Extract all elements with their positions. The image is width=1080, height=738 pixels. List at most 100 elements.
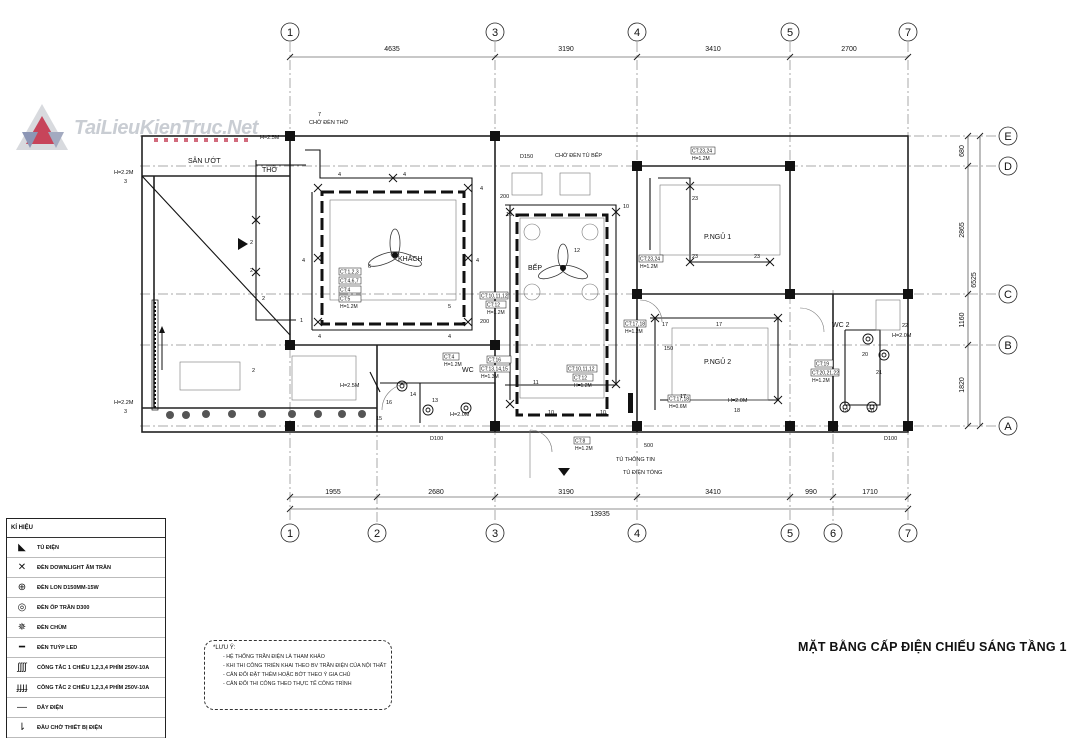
svg-text:2: 2 bbox=[262, 296, 265, 302]
dim-top-2: 3190 bbox=[558, 46, 574, 53]
axis-bottom-3: 3 bbox=[492, 528, 498, 540]
svg-text:CT:17,18: CT:17,18 bbox=[625, 322, 645, 328]
dim-bottom-1: 1955 bbox=[325, 489, 341, 496]
axis-top-4: 4 bbox=[634, 27, 640, 39]
wiring bbox=[141, 149, 881, 423]
switch-tag: CT:17,18H=0.6M bbox=[667, 394, 691, 410]
legend-header: KÍ HIỆU bbox=[7, 519, 165, 538]
downlight-icon bbox=[650, 313, 660, 323]
svg-text:13: 13 bbox=[432, 398, 438, 404]
svg-text:6: 6 bbox=[368, 264, 371, 270]
svg-text:H=1.2M: H=1.2M bbox=[812, 378, 830, 384]
dim-right-2: 2865 bbox=[959, 222, 966, 238]
svg-text:10: 10 bbox=[506, 212, 512, 218]
axis-bottom-1: 1 bbox=[287, 528, 293, 540]
svg-text:H=1.2M: H=1.2M bbox=[340, 304, 358, 310]
svg-text:17: 17 bbox=[716, 322, 722, 328]
note-tu-dien-tong: TỦ ĐIỆN TỔNG bbox=[623, 468, 662, 476]
note-h22-left-bottom: H=2.2M bbox=[114, 400, 134, 406]
svg-text:18: 18 bbox=[734, 408, 740, 414]
svg-text:4: 4 bbox=[338, 172, 341, 178]
note-h2-wc2: H=2.0M bbox=[892, 333, 912, 339]
svg-text:H=1.2M: H=1.2M bbox=[575, 446, 593, 452]
svg-text:CT:4: CT:4 bbox=[340, 288, 351, 294]
dimension-lines bbox=[286, 53, 984, 513]
svg-text:H=1.2M: H=1.2M bbox=[640, 264, 658, 270]
svg-text:11: 11 bbox=[533, 380, 539, 386]
device-outlet-icon: ⇂ bbox=[17, 722, 27, 733]
svg-text:CT:23,24: CT:23,24 bbox=[692, 149, 712, 155]
svg-text:14: 14 bbox=[410, 392, 416, 398]
switch-2way-icon: ɟɟɟɟ bbox=[16, 682, 28, 693]
svg-text:CT:4: CT:4 bbox=[444, 355, 455, 361]
downlight-icon bbox=[611, 207, 621, 217]
chandelier-icon-bep bbox=[538, 243, 588, 280]
note-d100-right: D100 bbox=[884, 436, 897, 442]
downlight-icon bbox=[313, 253, 323, 263]
svg-text:20: 20 bbox=[868, 408, 874, 414]
svg-text:10: 10 bbox=[623, 204, 629, 210]
dim-right-4: 1820 bbox=[959, 377, 966, 393]
note-dim-200a: 200 bbox=[500, 194, 509, 200]
notes-line: - KHI THI CÔNG TRIỂN KHAI THEO BV TRẦN Đ… bbox=[223, 663, 387, 669]
svg-text:17: 17 bbox=[662, 322, 668, 328]
furniture-outlines bbox=[179, 172, 901, 478]
room-label-bep: BẾP bbox=[528, 262, 542, 272]
ceiling-light-icon bbox=[839, 401, 851, 413]
switch-tag: CT:4 bbox=[338, 285, 362, 294]
note-tu-thong-tin: TỦ THÔNG TIN bbox=[616, 456, 655, 463]
legend-row: ⊕ĐÈN LON D150MM-15W bbox=[7, 578, 165, 598]
panel-icon bbox=[628, 393, 633, 413]
downlight-icon bbox=[773, 313, 783, 323]
legend-table: KÍ HIỆU ◣TỦ ĐIỆN ✕ĐÈN DOWNLIGHT ÂM TRẦN … bbox=[6, 518, 166, 738]
legend-row: ✕ĐÈN DOWNLIGHT ÂM TRẦN bbox=[7, 558, 165, 578]
svg-text:2: 2 bbox=[250, 268, 253, 274]
switch-tag: CT:16 bbox=[486, 355, 512, 364]
walls bbox=[141, 135, 909, 433]
structural-columns bbox=[285, 131, 913, 431]
svg-text:19: 19 bbox=[842, 408, 848, 414]
note-num-3b: 3 bbox=[124, 409, 127, 415]
downlight-icons bbox=[251, 173, 783, 409]
room-label-wc: WC bbox=[462, 367, 474, 374]
switch-tag: CT:5H=1.2M bbox=[338, 294, 362, 310]
room-label-san-uot: SÂN ƯỚT bbox=[188, 156, 221, 165]
axis-right-d: D bbox=[1004, 161, 1012, 173]
svg-text:H=1.3M: H=1.3M bbox=[481, 374, 499, 380]
legend-row: ◣TỦ ĐIỆN bbox=[7, 538, 165, 558]
legend-row: ━ĐÈN TUÝP LED bbox=[7, 638, 165, 658]
axis-bottom-6: 6 bbox=[830, 528, 836, 540]
svg-text:CT:1,2,3: CT:1,2,3 bbox=[340, 270, 359, 276]
dim-bottom-2: 2680 bbox=[428, 489, 444, 496]
note-num-7: 7 bbox=[318, 112, 321, 118]
axis-bubbles bbox=[280, 22, 1018, 543]
axis-bottom-4: 4 bbox=[634, 528, 640, 540]
plant-icons bbox=[166, 410, 366, 419]
axis-right-a: A bbox=[1004, 421, 1012, 433]
wall-hatch bbox=[154, 138, 248, 142]
svg-text:H=1.2M: H=1.2M bbox=[692, 156, 710, 162]
notes-line: - HỆ THỐNG TRẦN ĐIỆN LÀ THAM KHẢO bbox=[223, 654, 325, 660]
switch-tag: CT:4H=1.2M bbox=[442, 352, 462, 368]
room-label-wc2: WC 2 bbox=[832, 322, 850, 329]
switch-tag: CT:23,24H=1.2M bbox=[690, 146, 716, 162]
downlight-icon bbox=[765, 257, 775, 267]
room-label-p-ngu-2: P.NGỦ 2 bbox=[704, 357, 731, 366]
room-label-khach: KHÁCH bbox=[398, 254, 423, 263]
axis-top-1: 1 bbox=[287, 27, 293, 39]
switch-tag: CT:10,11,12 bbox=[566, 364, 598, 373]
dim-top-3: 3410 bbox=[705, 46, 721, 53]
note-dim-500: 500 bbox=[644, 443, 653, 449]
svg-text:CT:12: CT:12 bbox=[487, 303, 500, 309]
note-dim-200b: 200 bbox=[480, 319, 489, 325]
dim-bottom-4: 3410 bbox=[705, 489, 721, 496]
downlight-icon bbox=[463, 253, 473, 263]
svg-text:4: 4 bbox=[480, 186, 483, 192]
notes-box: *LƯU Ý: - HỆ THỐNG TRẦN ĐIỆN LÀ THAM KHẢ… bbox=[204, 640, 392, 710]
dim-right-1: 680 bbox=[959, 145, 966, 157]
note-dim-150: 150 bbox=[664, 346, 673, 352]
svg-text:CT:4,6,7: CT:4,6,7 bbox=[340, 279, 359, 285]
legend-row: ◎ĐÈN ỐP TRẦN D300 bbox=[7, 598, 165, 618]
downlight-icon bbox=[251, 215, 261, 225]
